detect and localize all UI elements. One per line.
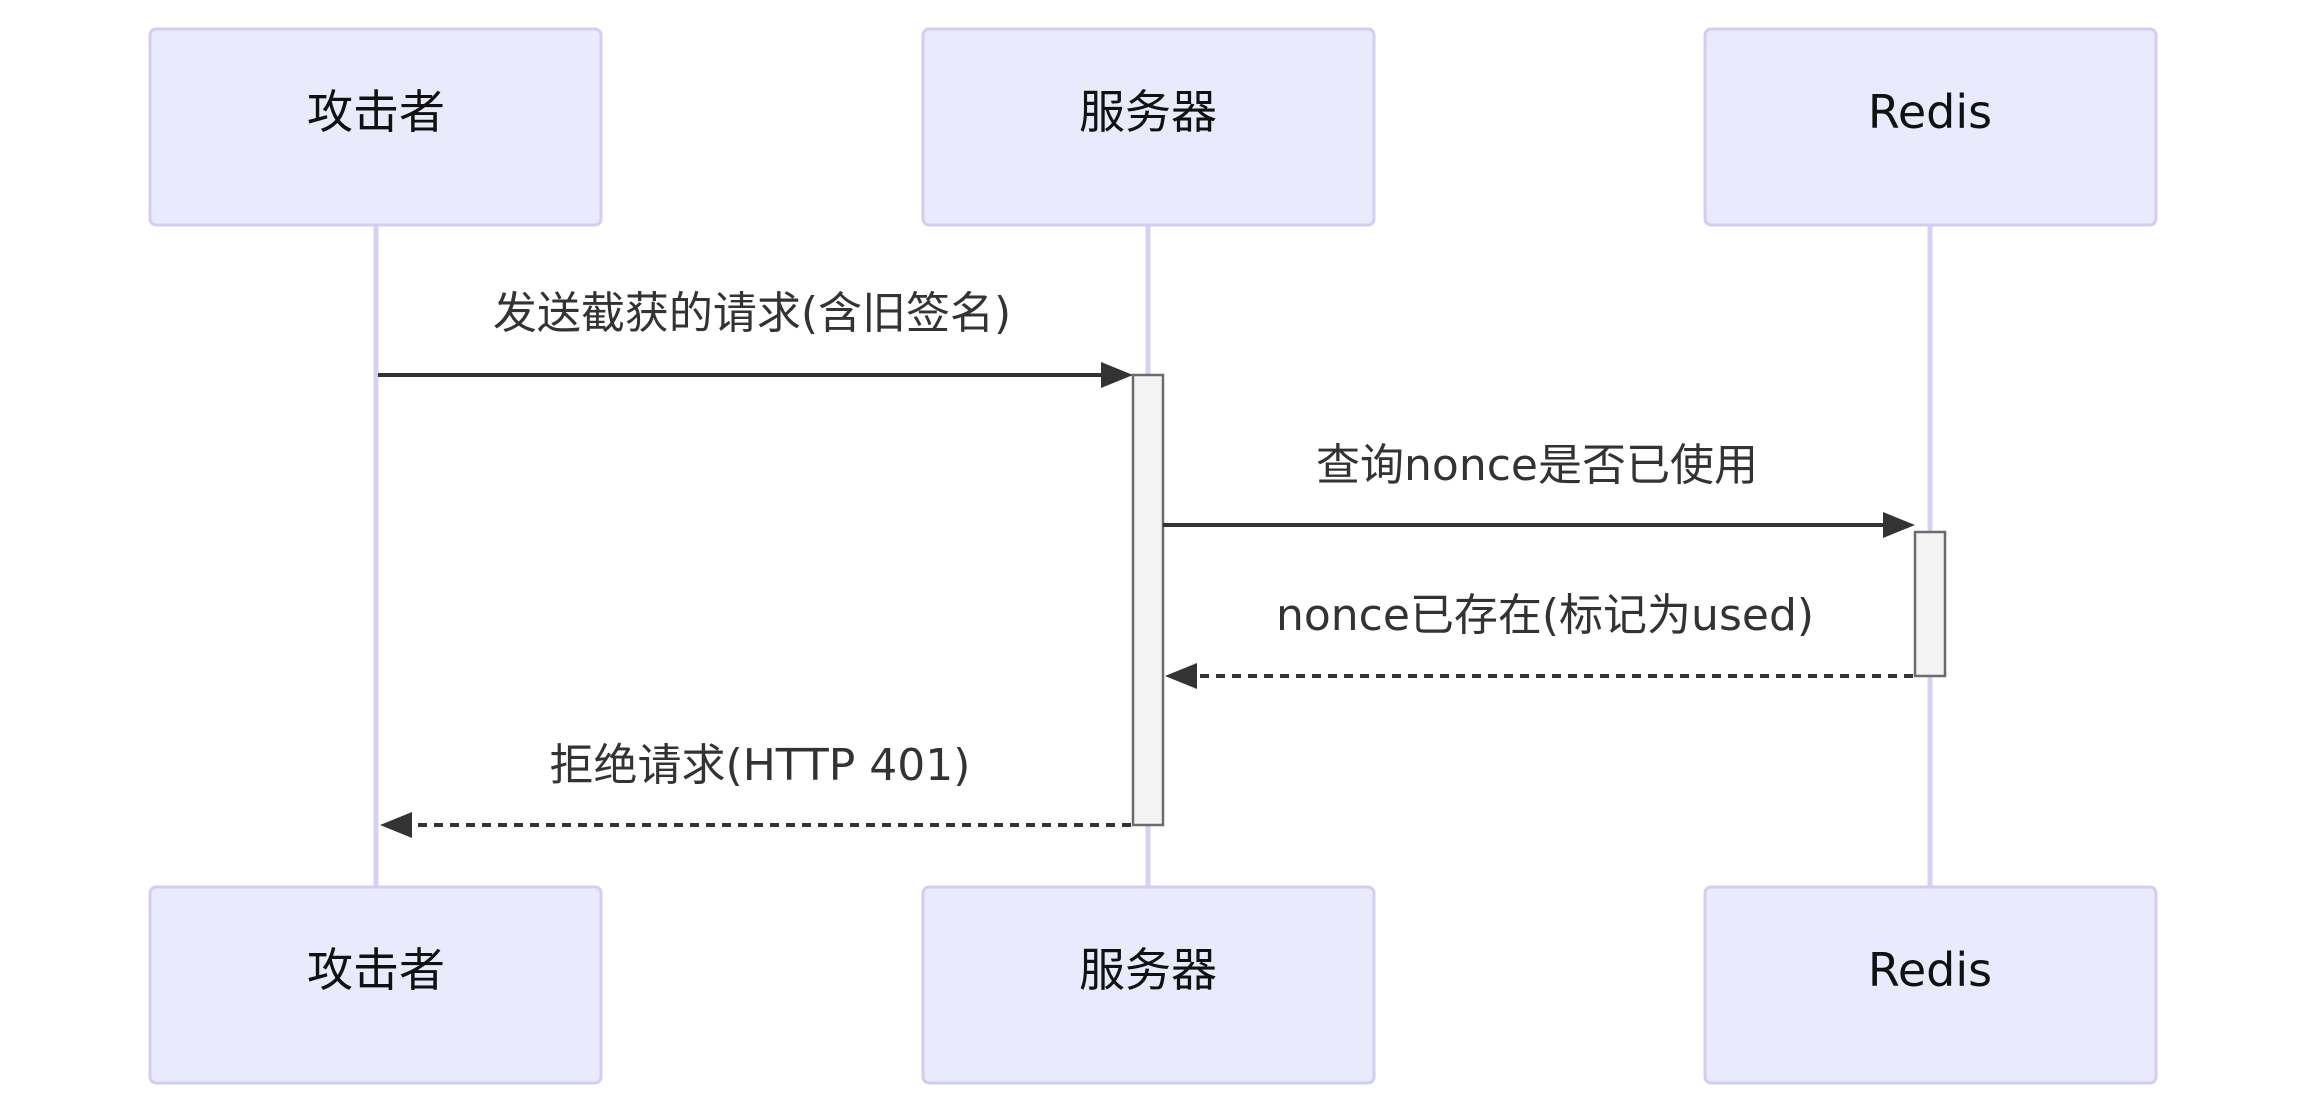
message-query-nonce: 查询nonce是否已使用 bbox=[1163, 440, 1915, 538]
message-send-request: 发送截获的请求(含旧签名) bbox=[378, 288, 1133, 388]
actor-label: 服务器 bbox=[1079, 943, 1217, 997]
activation-redis bbox=[1913, 530, 1947, 678]
message-label: 查询nonce是否已使用 bbox=[1316, 440, 1758, 491]
message-nonce-exists: nonce已存在(标记为used) bbox=[1165, 590, 1913, 689]
actor-server-bottom: 服务器 bbox=[921, 885, 1376, 1085]
arrow-right-icon bbox=[1883, 512, 1915, 538]
actor-label: 攻击者 bbox=[307, 943, 445, 997]
message-label: nonce已存在(标记为used) bbox=[1276, 590, 1814, 641]
actor-server-top: 服务器 bbox=[921, 27, 1376, 227]
activation-server bbox=[1131, 373, 1165, 827]
actor-redis-top: Redis bbox=[1703, 27, 2158, 227]
message-label: 拒绝请求(HTTP 401) bbox=[550, 740, 971, 791]
message-label: 发送截获的请求(含旧签名) bbox=[493, 288, 1011, 339]
actor-label: 攻击者 bbox=[307, 85, 445, 139]
actor-redis-bottom: Redis bbox=[1703, 885, 2158, 1085]
arrow-right-icon bbox=[1101, 362, 1133, 388]
actor-attacker-bottom: 攻击者 bbox=[148, 885, 603, 1085]
arrow-left-icon bbox=[380, 812, 412, 838]
actor-label: Redis bbox=[1868, 943, 1992, 997]
actor-label: 服务器 bbox=[1079, 85, 1217, 139]
actor-label: Redis bbox=[1868, 85, 1992, 139]
message-reject-request: 拒绝请求(HTTP 401) bbox=[380, 740, 1131, 838]
arrow-left-icon bbox=[1165, 663, 1197, 689]
actor-attacker-top: 攻击者 bbox=[148, 27, 603, 227]
